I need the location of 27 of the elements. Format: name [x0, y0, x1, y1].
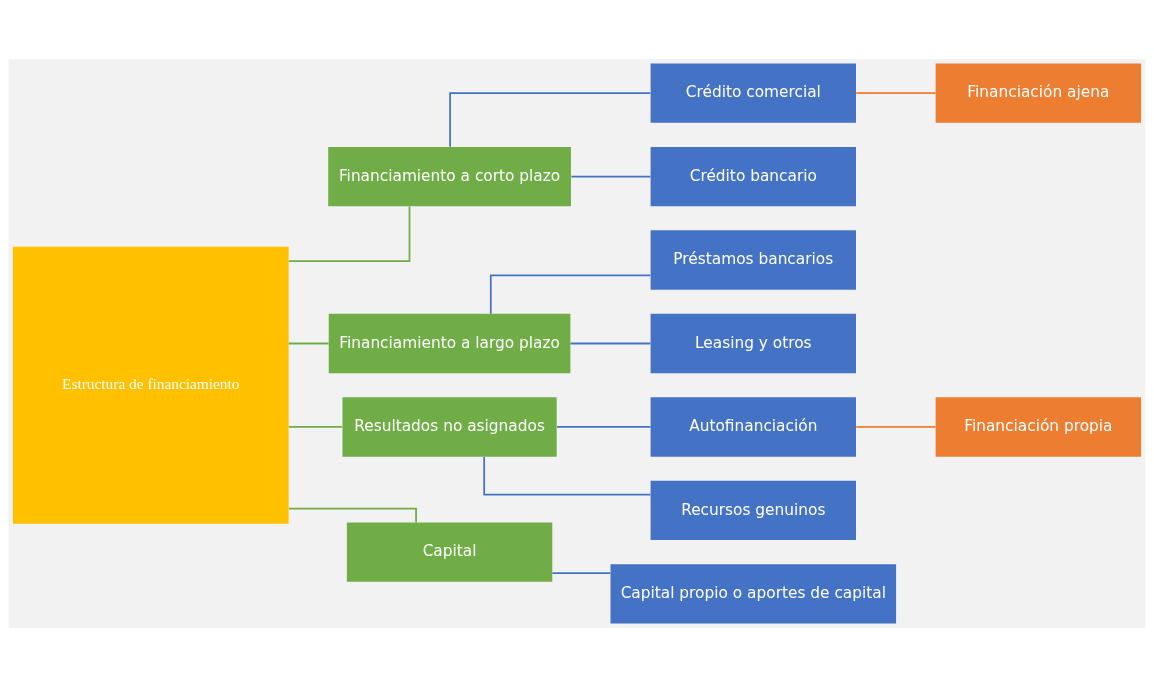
connector: [570, 175, 652, 177]
node-box: Estructura de financiamiento: [12, 246, 289, 524]
node-box: Leasing y otros: [650, 313, 856, 373]
connector: [287, 205, 411, 262]
node-box: Préstamos bancarios: [650, 229, 856, 290]
connector: [288, 507, 417, 523]
node-box: Autofinanciación: [650, 396, 856, 457]
connector: [855, 91, 937, 94]
connector: [551, 571, 612, 574]
connector: [483, 455, 652, 496]
node-box: Crédito bancario: [650, 146, 856, 206]
connector: [449, 91, 652, 148]
connector: [556, 425, 652, 428]
node-box: Capital propio o aportes de capital: [610, 563, 897, 624]
node-box: Financiamiento a largo plazo: [328, 313, 571, 373]
node-box: Capital: [346, 522, 553, 582]
connector: [287, 425, 343, 428]
node-box: Financiación propia: [935, 396, 1142, 457]
connector: [489, 274, 652, 315]
node-box: Crédito comercial: [650, 62, 856, 123]
node-box: Recursos genuinos: [650, 480, 856, 540]
node-box: Resultados no asignados: [342, 396, 557, 457]
connector: [855, 425, 937, 428]
node-box: Financiación ajena: [935, 62, 1142, 123]
node-box: Financiamiento a corto plazo: [328, 146, 571, 206]
connector: [287, 342, 330, 344]
connector: [569, 342, 652, 344]
